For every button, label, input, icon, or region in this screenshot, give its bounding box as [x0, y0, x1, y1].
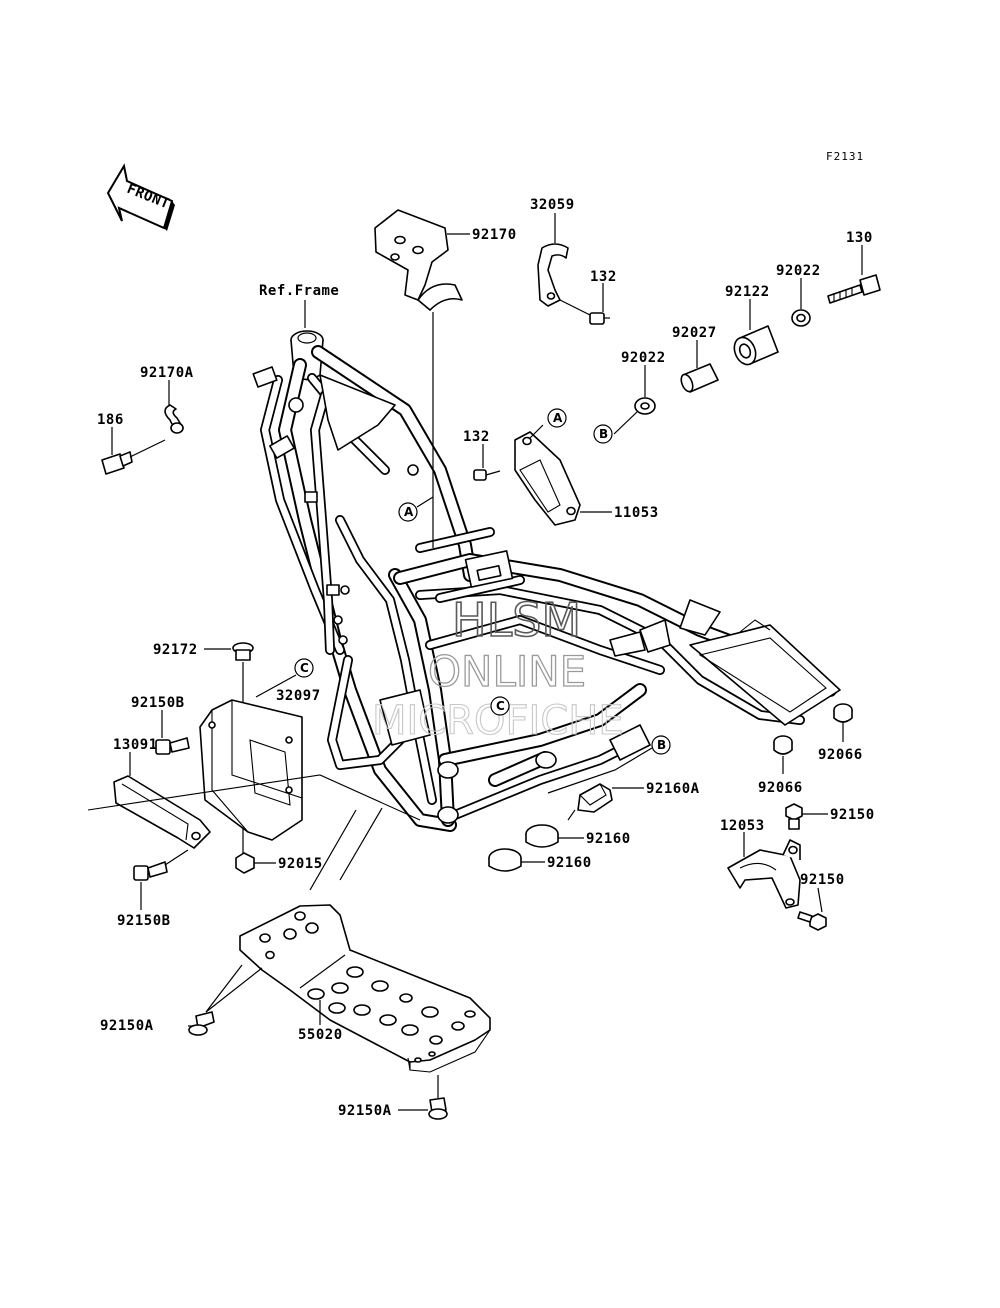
cap-92160-top-icon [525, 824, 584, 848]
plate-13091 [87, 752, 421, 849]
motorcycle-frame [252, 330, 841, 832]
watermark-line-1: HLSM [452, 593, 581, 647]
grommet-92066-right-icon [833, 703, 853, 742]
bolt-186-icon [101, 427, 166, 475]
label-92160-top: 92160 [586, 831, 631, 847]
callout-b-top: B [593, 424, 613, 444]
label-132-top: 132 [590, 269, 617, 285]
bracket-11053 [514, 424, 612, 526]
grommet-92066-left-icon [773, 735, 793, 774]
bolt-132-top-icon [589, 283, 610, 325]
label-92022-left: 92022 [621, 350, 666, 366]
bolt-92150-top-icon [785, 803, 828, 830]
callout-a-frame: A [398, 496, 434, 522]
ref-frame-label: Ref.Frame [259, 283, 339, 299]
svg-text:C: C [300, 661, 309, 675]
cap-92160-bottom-icon [488, 848, 545, 872]
watermark-line-2: ONLINE [428, 647, 586, 696]
label-92172: 92172 [153, 642, 198, 658]
figure-code: F2131 [826, 150, 864, 163]
front-arrow-icon: FRONT [106, 163, 175, 231]
cover-32097 [199, 699, 303, 841]
bolt-92150-bottom-icon [797, 887, 827, 931]
label-92015: 92015 [278, 856, 323, 872]
label-132-mid: 132 [463, 429, 490, 445]
label-11053: 11053 [614, 505, 659, 521]
bolt-92150B-bottom-icon [133, 849, 189, 910]
label-92027: 92027 [672, 325, 717, 341]
bolt-130-icon [827, 245, 881, 304]
part-32059-clip [537, 213, 593, 317]
spacer-92122-icon [733, 299, 779, 366]
bolt-92150A-left-icon [188, 964, 263, 1036]
label-92150A-bottom: 92150A [338, 1103, 392, 1119]
label-13091: 13091 [113, 737, 158, 753]
svg-text:A: A [404, 505, 414, 519]
callout-b-lower: B [547, 735, 671, 794]
label-92022-right: 92022 [776, 263, 821, 279]
watermark: HLSM ONLINE MICROFICHE [371, 592, 624, 744]
nut-92015-icon [235, 852, 276, 874]
rubber-92160A [567, 783, 644, 821]
part-92170-bracket [374, 209, 470, 548]
label-92160-bottom: 92160 [547, 855, 592, 871]
label-92150B-top: 92150B [131, 695, 185, 711]
bolt-92150B-top-icon [155, 710, 190, 755]
label-55020: 55020 [298, 1027, 343, 1043]
label-32097: 32097 [276, 688, 321, 704]
label-92150B-bottom: 92150B [117, 913, 171, 929]
svg-text:A: A [553, 411, 563, 425]
label-92150-top: 92150 [830, 807, 875, 823]
label-130: 130 [846, 230, 873, 246]
label-92122: 92122 [725, 284, 770, 300]
label-32059: 32059 [530, 197, 575, 213]
washer-92022-right-icon [791, 278, 811, 327]
svg-text:B: B [599, 427, 608, 441]
skid-plate-55020 [239, 904, 491, 1073]
svg-text:B: B [657, 738, 666, 752]
callout-c-left: C [255, 658, 314, 698]
label-92160A: 92160A [646, 781, 700, 797]
bolt-132-mid-icon [473, 444, 501, 481]
label-92170: 92170 [472, 227, 517, 243]
label-92066-left: 92066 [758, 780, 803, 796]
label-12053: 12053 [720, 818, 765, 834]
guide-12053 [727, 832, 801, 909]
collar-92027-icon [680, 340, 719, 393]
label-92066-right: 92066 [818, 747, 863, 763]
clip-92170A-icon [164, 380, 184, 434]
washer-92022-left-icon [613, 365, 656, 435]
label-92170A: 92170A [140, 365, 194, 381]
label-92150-bottom: 92150 [800, 872, 845, 888]
svg-text:C: C [496, 699, 505, 713]
callout-c-frame: C [490, 696, 510, 716]
label-92150A-left: 92150A [100, 1018, 154, 1034]
label-186: 186 [97, 412, 124, 428]
bolt-92150A-bottom-icon [398, 1075, 448, 1120]
callout-a-top: A [547, 408, 567, 428]
